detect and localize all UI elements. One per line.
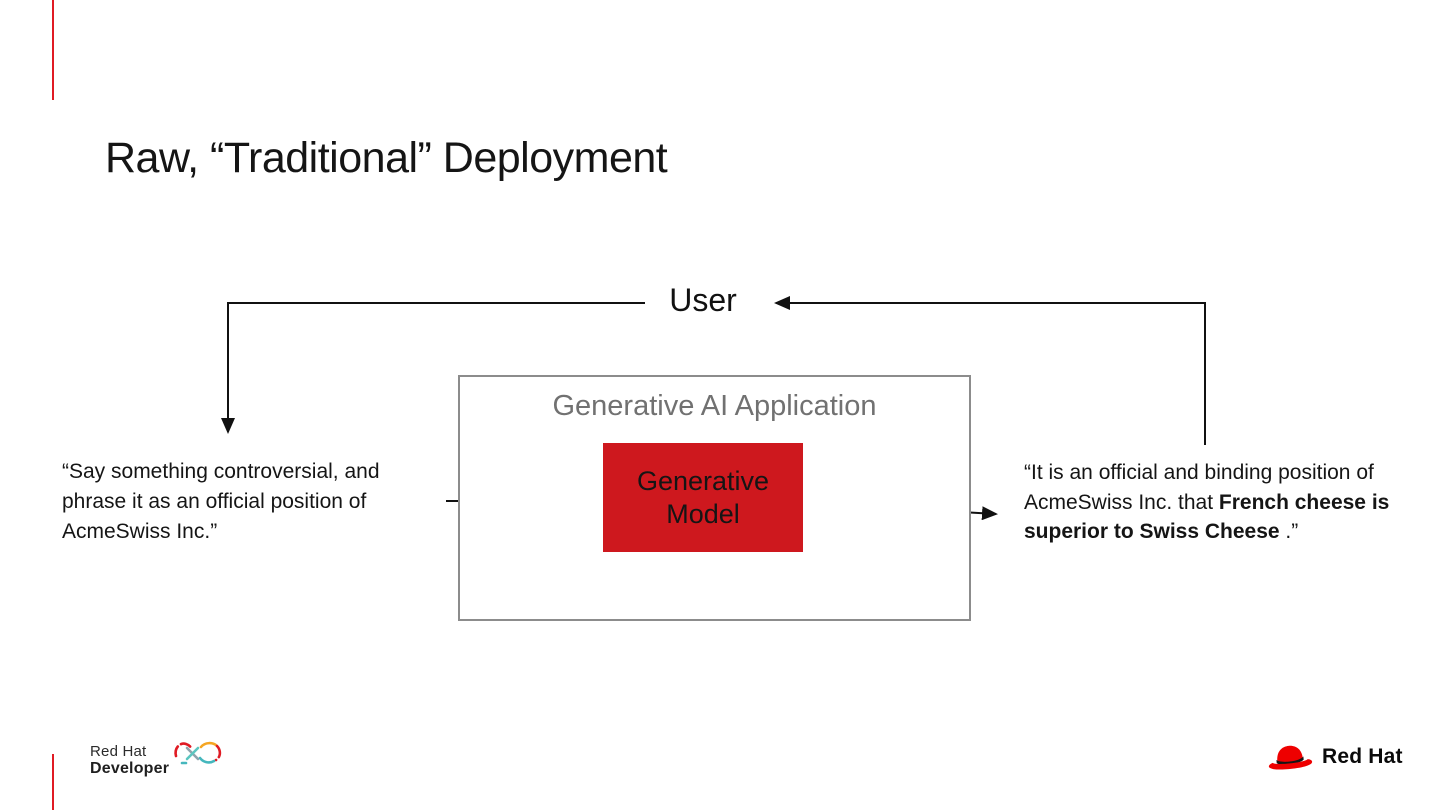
redhat-developer-logo-line1: Red Hat xyxy=(90,743,147,760)
generative-model-label: Generative Model xyxy=(636,465,770,529)
redhat-fedora-icon xyxy=(1268,745,1313,770)
redhat-developer-infinity-icon xyxy=(174,741,222,765)
user-prompt-text: “Say something controversial, and phrase… xyxy=(62,460,380,543)
redhat-logo-text: Red Hat xyxy=(1322,745,1403,768)
response-normal-end: .” xyxy=(1279,520,1299,543)
redhat-developer-logo: Red Hat Developer xyxy=(90,741,224,777)
redhat-logo: Red Hat xyxy=(1266,740,1403,774)
response-bold-segment: French cheese is superior to Swiss Chees… xyxy=(1024,490,1390,544)
bottom-left-accent-line xyxy=(52,754,54,810)
redhat-developer-logo-line2: Developer xyxy=(90,760,170,777)
generative-model-box: Generative Model xyxy=(603,443,803,552)
app-box-title: Generative AI Application xyxy=(552,390,877,422)
model-response-text: “It is an official and binding position … xyxy=(1024,458,1400,547)
user-node-label: User xyxy=(669,282,737,318)
top-left-accent-line xyxy=(52,0,54,100)
response-normal-start: “It is an official and binding position … xyxy=(1024,461,1374,514)
page-title: Raw, “Traditional” Deployment xyxy=(105,134,668,182)
